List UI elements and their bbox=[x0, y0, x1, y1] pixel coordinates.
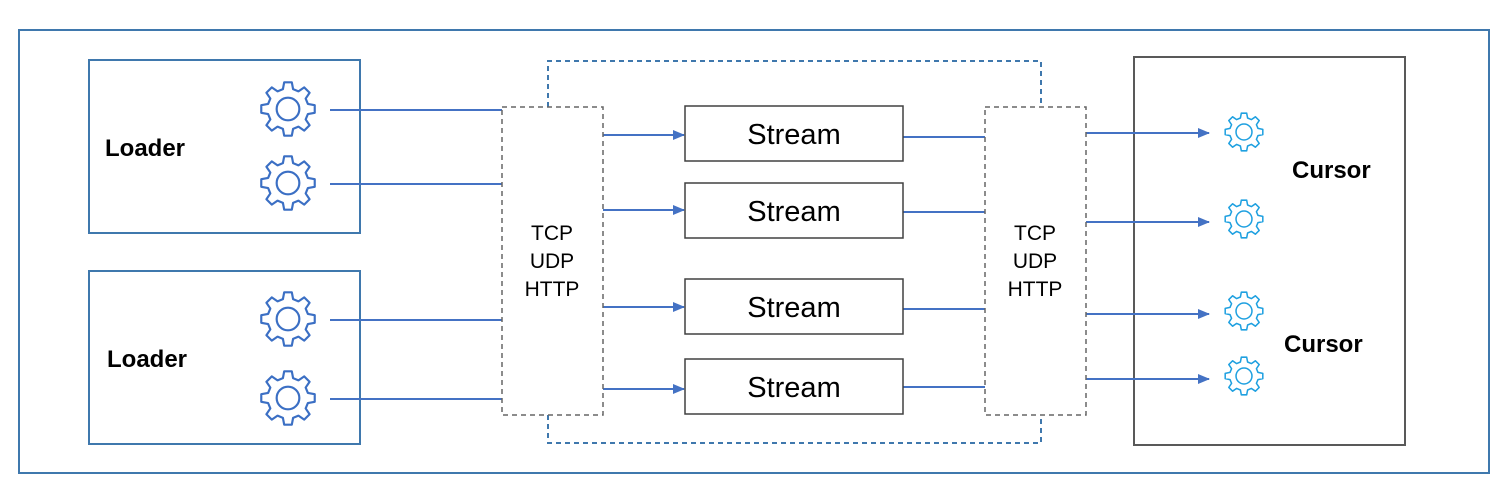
protocol-label: TCP bbox=[1014, 222, 1056, 245]
loader-box-1: Loader bbox=[88, 59, 361, 234]
gear-icon bbox=[1224, 199, 1264, 239]
stream-label: Stream bbox=[747, 196, 840, 228]
cursor-label: Cursor bbox=[1284, 331, 1363, 358]
outer-frame bbox=[18, 29, 1490, 474]
protocol-label: HTTP bbox=[525, 278, 580, 301]
gear-icon bbox=[1224, 356, 1264, 396]
gear-icon bbox=[260, 291, 316, 347]
protocol-box-right: TCP UDP HTTP bbox=[984, 106, 1087, 416]
gear-icon bbox=[260, 370, 316, 426]
stream-box: Stream bbox=[684, 105, 904, 162]
protocol-box-left: TCP UDP HTTP bbox=[501, 106, 604, 416]
stream-box: Stream bbox=[684, 182, 904, 239]
gear-icon bbox=[1224, 291, 1264, 331]
stream-label: Stream bbox=[747, 119, 840, 151]
loader-label: Loader bbox=[107, 346, 187, 373]
dashed-connection-bottom bbox=[547, 415, 1042, 444]
protocol-label: UDP bbox=[1013, 250, 1057, 273]
protocol-label: UDP bbox=[530, 250, 574, 273]
gear-icon bbox=[1224, 112, 1264, 152]
stream-box: Stream bbox=[684, 358, 904, 415]
gear-icon bbox=[260, 81, 316, 137]
gear-icon bbox=[260, 155, 316, 211]
protocol-label: TCP bbox=[531, 222, 573, 245]
stream-label: Stream bbox=[747, 292, 840, 324]
protocol-label: HTTP bbox=[1008, 278, 1063, 301]
cursor-label: Cursor bbox=[1292, 157, 1371, 184]
cursor-box: Cursor Cursor bbox=[1133, 56, 1406, 446]
stream-box: Stream bbox=[684, 278, 904, 335]
stream-label: Stream bbox=[747, 372, 840, 404]
dashed-connection-top bbox=[547, 60, 1042, 107]
loader-label: Loader bbox=[105, 135, 185, 162]
loader-box-2: Loader bbox=[88, 270, 361, 445]
